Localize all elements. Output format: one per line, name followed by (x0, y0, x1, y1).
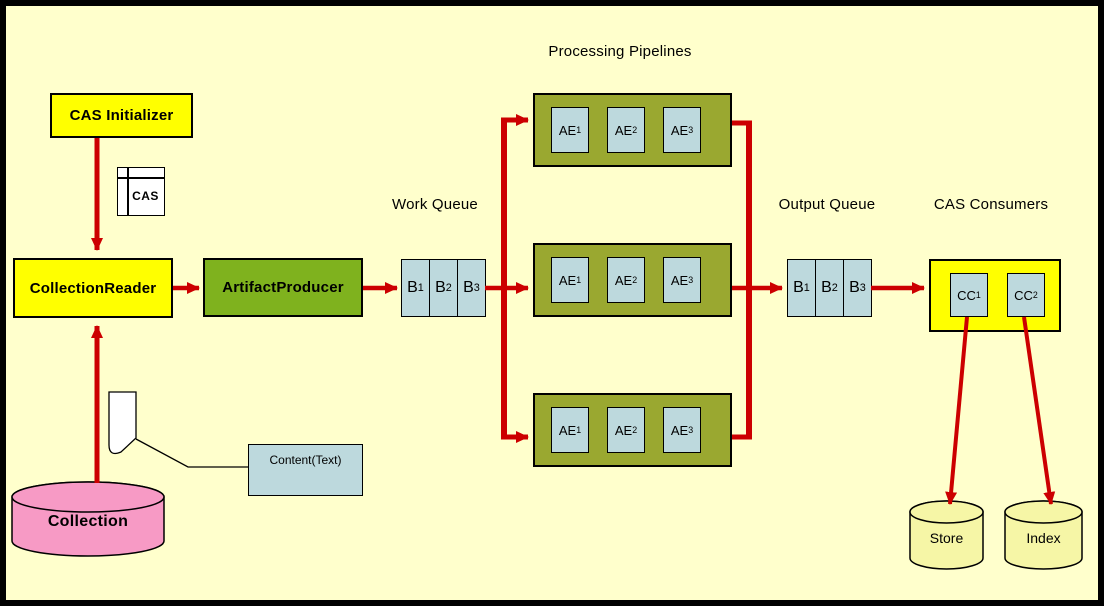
index-label: Index (1026, 530, 1061, 546)
cas-icon-column-line (127, 168, 129, 215)
cas-icon-header-line (118, 177, 164, 179)
collection-reader-label: CollectionReader (29, 279, 157, 297)
artifact-producer-label: ArtifactProducer (222, 279, 344, 296)
content-text-node: Content(Text) (248, 444, 363, 496)
work-queue-title: Work Queue (392, 196, 478, 213)
store-cylinder (909, 500, 984, 570)
content-text-label: Content(Text) (269, 453, 342, 467)
collection-cylinder (11, 481, 165, 557)
output-queue-title: Output Queue (778, 196, 876, 213)
cas-document-icon: CAS (117, 167, 165, 216)
processing-pipelines-title: Processing Pipelines (548, 43, 692, 60)
cas-initializer-label: CAS Initializer (69, 107, 174, 124)
artifact-producer-node: ArtifactProducer (203, 258, 363, 317)
cas-icon-label: CAS (132, 189, 159, 203)
collection-reader-node: CollectionReader (13, 258, 173, 318)
store-label: Store (929, 530, 964, 546)
cas-consumers-title: CAS Consumers (933, 196, 1049, 213)
index-cylinder (1004, 500, 1083, 570)
document-shape (108, 391, 137, 455)
content-callout-line (135, 438, 248, 468)
cas-initializer-node: CAS Initializer (50, 93, 193, 138)
collection-label: Collection (47, 513, 129, 530)
